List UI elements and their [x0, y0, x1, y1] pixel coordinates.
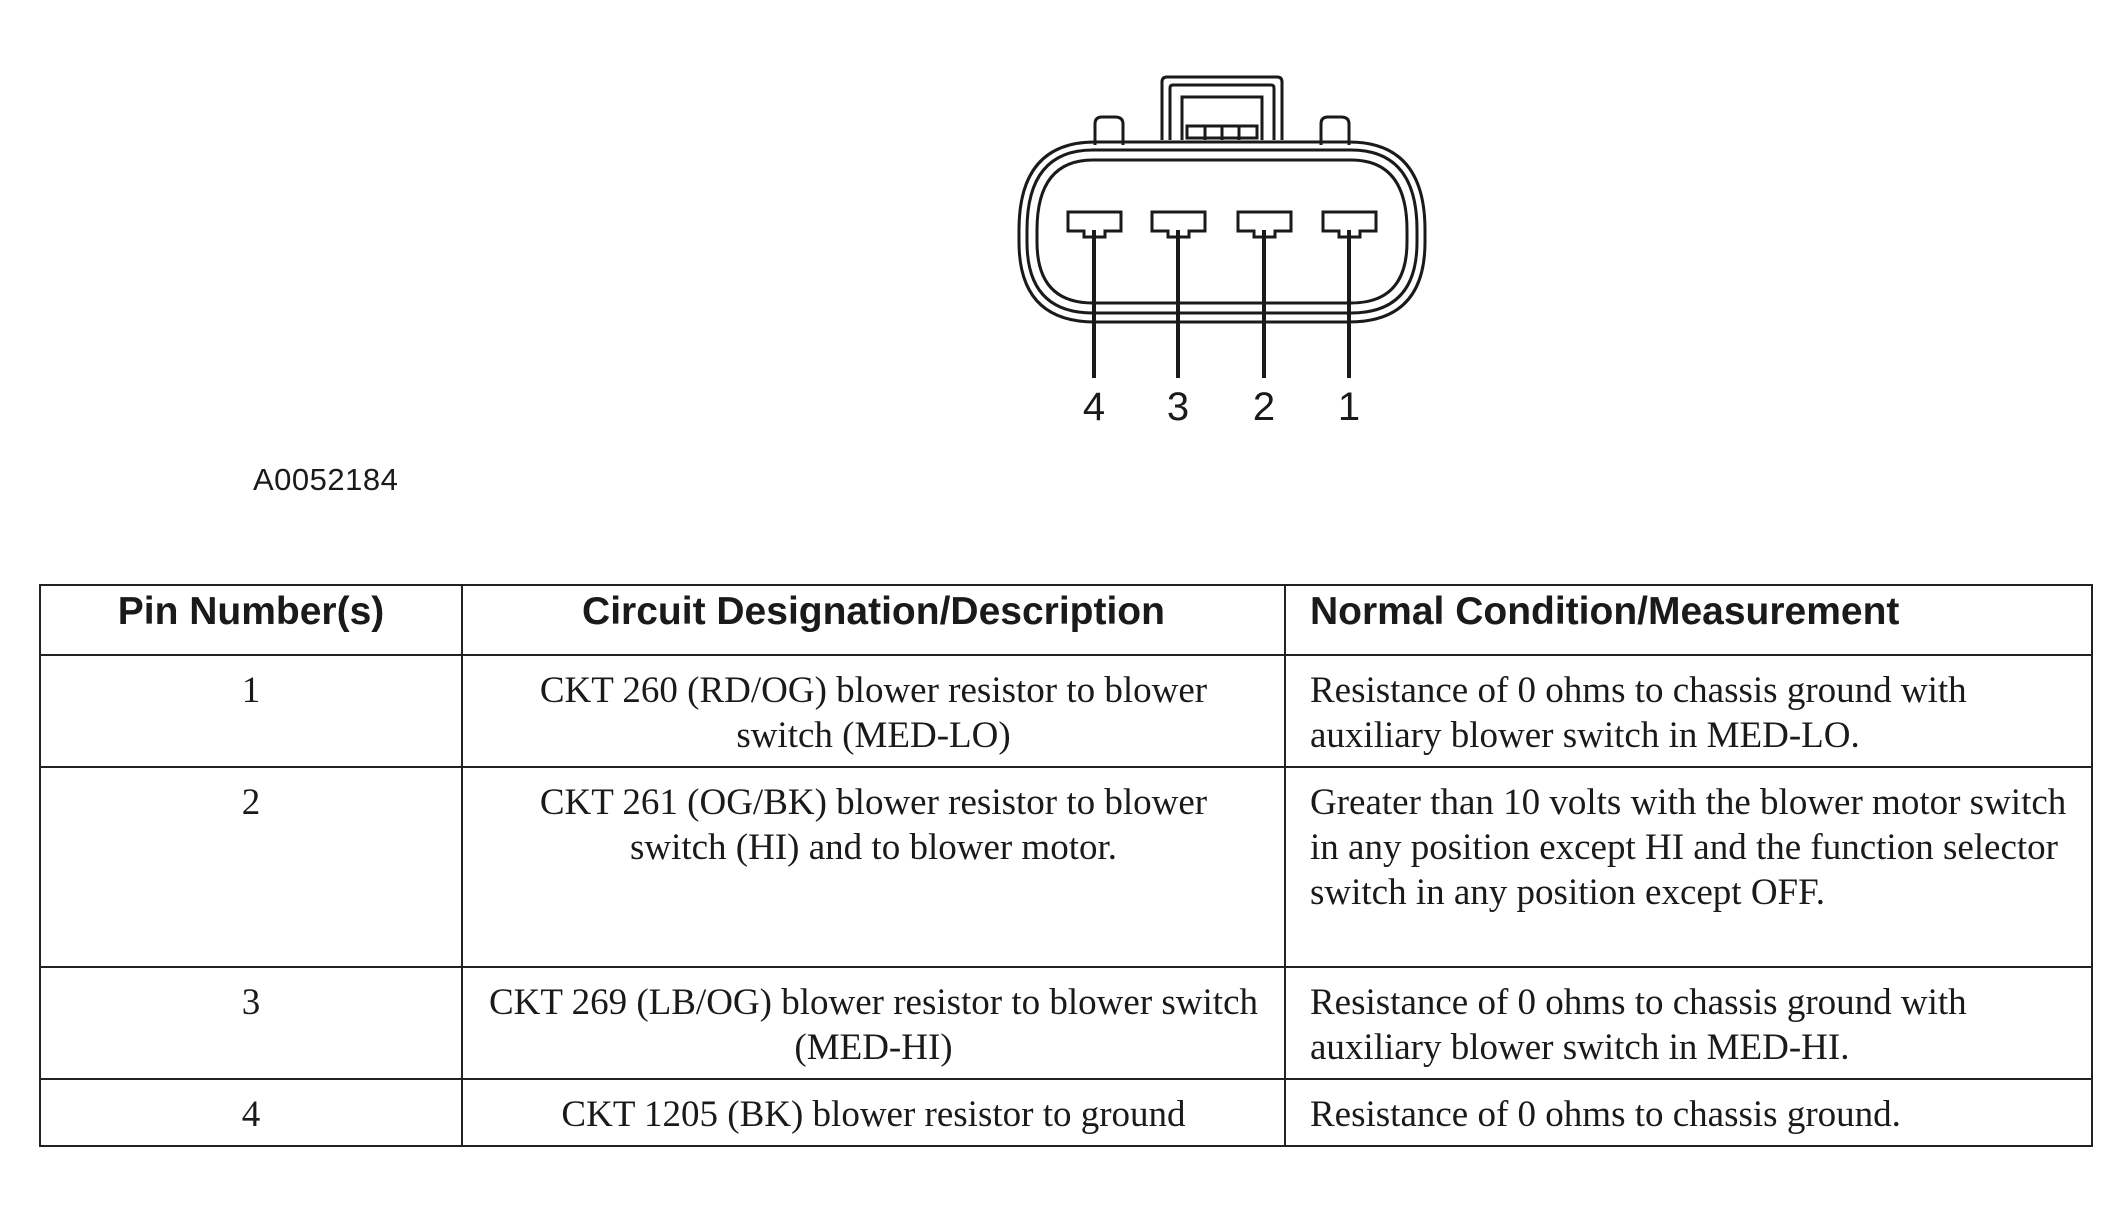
pin-label-1: 1 — [1338, 385, 1360, 429]
row-measurement: Resistance of 0 ohms to chassis ground. — [1284, 1078, 2093, 1147]
terminal-pin-2 — [1236, 210, 1293, 239]
pin-label-2: 2 — [1253, 385, 1275, 429]
row-pin: 2 — [39, 766, 463, 968]
connector-diagram: 4 3 2 1 — [1017, 75, 1427, 429]
row-description: CKT 269 (LB/OG) blower resistor to blowe… — [461, 966, 1286, 1080]
ear-left — [1093, 115, 1125, 145]
table-row: 1 CKT 260 (RD/OG) blower resistor to blo… — [39, 654, 2093, 768]
latch-outline-inner — [1180, 95, 1264, 140]
table-row: 4 CKT 1205 (BK) blower resistor to groun… — [39, 1078, 2093, 1147]
pin-label-3: 3 — [1167, 385, 1189, 429]
row-measurement: Resistance of 0 ohms to chassis ground w… — [1284, 966, 2093, 1080]
row-description: CKT 1205 (BK) blower resistor to ground — [461, 1078, 1286, 1147]
table-row: 2 CKT 261 (OG/BK) blower resistor to blo… — [39, 766, 2093, 968]
row-description: CKT 260 (RD/OG) blower resistor to blowe… — [461, 654, 1286, 768]
terminal-pin-1 — [1321, 210, 1378, 239]
row-measurement: Resistance of 0 ohms to chassis ground w… — [1284, 654, 2093, 768]
ear-right — [1319, 115, 1351, 145]
latch-outline-mid — [1168, 83, 1276, 140]
header-circuit-description: Circuit Designation/Description — [461, 584, 1286, 656]
header-normal-condition: Normal Condition/Measurement — [1284, 584, 2093, 656]
row-description: CKT 261 (OG/BK) blower resistor to blowe… — [461, 766, 1286, 968]
row-pin: 1 — [39, 654, 463, 768]
row-pin: 3 — [39, 966, 463, 1080]
header-pin-numbers: Pin Number(s) — [39, 584, 463, 656]
terminal-pin-3 — [1150, 210, 1207, 239]
table-header-row: Pin Number(s) Circuit Designation/Descri… — [39, 584, 2093, 656]
table-row: 3 CKT 269 (LB/OG) blower resistor to blo… — [39, 966, 2093, 1080]
figure-id: A0052184 — [253, 462, 399, 497]
row-measurement: Greater than 10 volts with the blower mo… — [1284, 766, 2093, 968]
latch-outline-outer — [1160, 75, 1284, 140]
row-pin: 4 — [39, 1078, 463, 1147]
pin-table: Pin Number(s) Circuit Designation/Descri… — [39, 584, 2093, 1147]
terminal-pin-4 — [1066, 210, 1123, 239]
pin-label-4: 4 — [1083, 385, 1105, 429]
